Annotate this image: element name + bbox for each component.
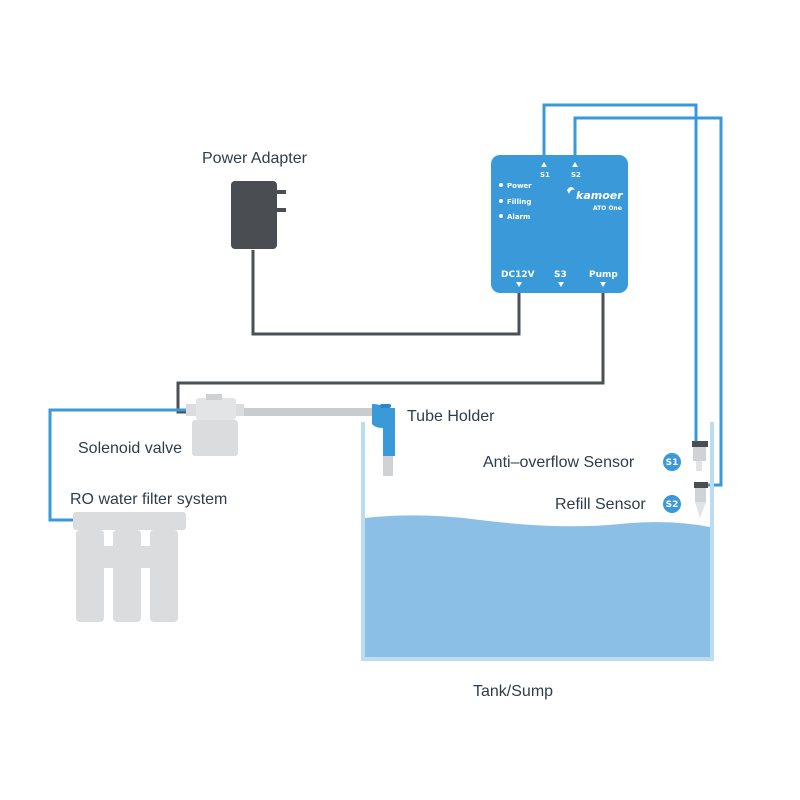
- wire-dc12v: [251, 250, 521, 336]
- tube-holder-label: Tube Holder: [407, 408, 495, 425]
- indicator-power-dot: [499, 183, 503, 187]
- port-label-s1: S1: [540, 171, 550, 179]
- anti-overflow-sensor-icon: [692, 441, 708, 471]
- water: [365, 515, 710, 658]
- port-label-s2: S2: [571, 171, 581, 179]
- solenoid-valve-label: Solenoid valve: [78, 440, 182, 457]
- indicator-filling-dot: [499, 199, 503, 203]
- tube-holder-icon: [372, 404, 395, 476]
- anti-overflow-sensor-label: Anti–overflow Sensor: [483, 454, 635, 471]
- port-label-pump: Pump: [589, 270, 618, 280]
- port-arrow-s1-icon: [541, 162, 547, 167]
- power-adapter-icon: [231, 181, 286, 249]
- port-arrow-pump-icon: [600, 282, 606, 287]
- tank: [361, 422, 714, 661]
- model-label: ATO One: [593, 205, 622, 212]
- port-label-s3: S3: [554, 270, 567, 280]
- indicator-alarm-label: Alarm: [507, 213, 530, 221]
- brand-label: kamoer: [576, 189, 623, 202]
- controller-box: S1 S2 Power Filling Alarm kamoer ATO One…: [491, 155, 628, 293]
- wires: [48, 103, 723, 522]
- feed-tube: [234, 408, 376, 416]
- badge-s1-text: S1: [666, 458, 679, 468]
- kamoer-logo-icon: [567, 187, 575, 194]
- ro-filter-icon: [73, 512, 186, 622]
- indicator-filling-label: Filling: [507, 198, 531, 206]
- wire-pump: [176, 290, 605, 414]
- indicator-alarm-dot: [499, 214, 503, 218]
- power-adapter-label: Power Adapter: [202, 150, 308, 167]
- badge-s2-text: S2: [666, 500, 679, 510]
- tank-label: Tank/Sump: [473, 683, 553, 700]
- badge-s2: S2: [663, 495, 681, 513]
- tank-walls: [361, 422, 714, 661]
- refill-sensor-icon: [694, 482, 708, 518]
- indicator-power-label: Power: [507, 182, 532, 190]
- port-arrow-s2-icon: [572, 162, 578, 167]
- ro-filter-label: RO water filter system: [70, 491, 227, 508]
- wire-ro-supply: [48, 408, 196, 522]
- badge-s1: S1: [663, 453, 681, 471]
- wire-s1: [542, 103, 698, 443]
- solenoid-valve-icon: [186, 394, 244, 456]
- refill-sensor-label: Refill Sensor: [555, 496, 646, 513]
- port-arrow-dc12v-icon: [516, 282, 522, 287]
- wire-s2: [573, 116, 723, 487]
- port-label-dc12v: DC12V: [501, 270, 535, 280]
- port-arrow-s3-icon: [558, 282, 564, 287]
